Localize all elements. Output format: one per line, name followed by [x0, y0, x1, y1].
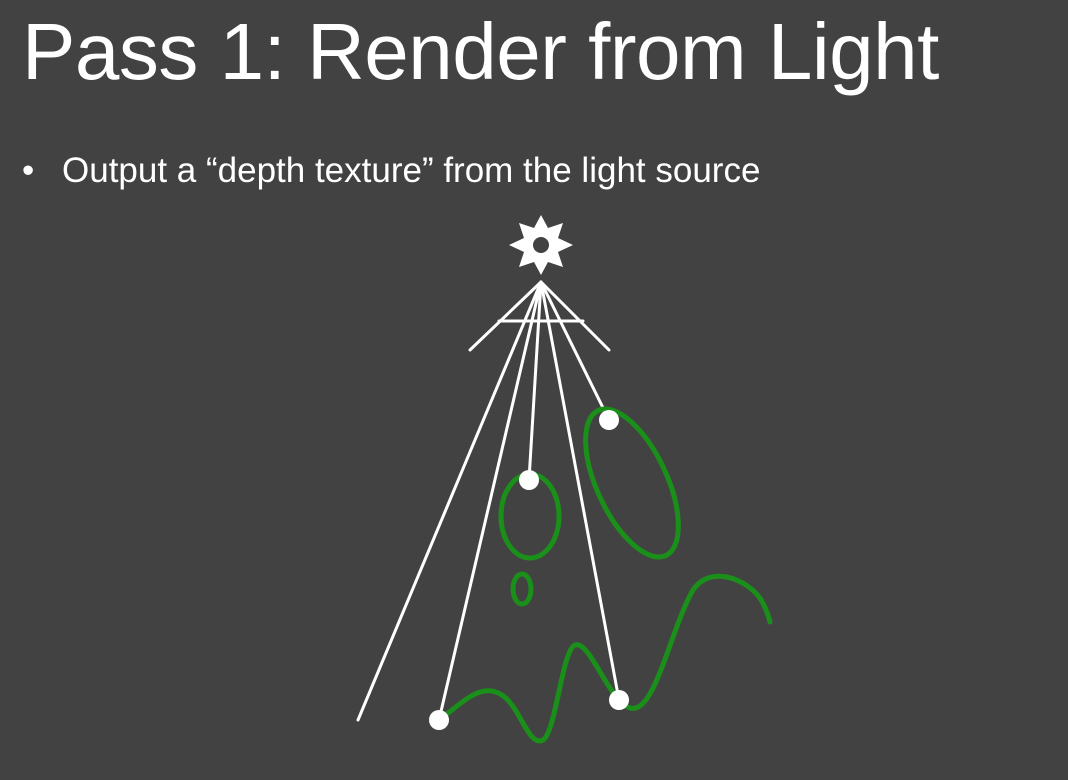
frustum-right-edge	[539, 280, 611, 352]
light-source-icon	[509, 215, 573, 275]
ray-to-ground-right	[539, 280, 621, 702]
bullet-item: • Output a “depth texture” from the ligh…	[22, 150, 760, 192]
ray-outer-left	[356, 280, 543, 722]
scene-objects	[436, 406, 773, 744]
depth-samples	[429, 410, 629, 730]
bullet-text: Output a “depth texture” from the light …	[62, 151, 761, 190]
depth-sample-point	[599, 410, 619, 430]
depth-sample-point	[609, 690, 629, 710]
light-rays	[356, 280, 621, 722]
slide-title: Pass 1: Render from Light	[22, 7, 939, 96]
object-ground-curve	[436, 573, 773, 744]
bullet-marker: •	[22, 151, 35, 190]
light-frustum	[468, 280, 611, 352]
depth-sample-point	[519, 470, 539, 490]
depth-sample-point	[429, 710, 449, 730]
frustum-left-edge	[468, 280, 543, 352]
object-tilted-ellipse	[583, 406, 681, 560]
ray-to-large-ellipse	[539, 280, 611, 422]
light-star-center	[533, 237, 549, 253]
object-tiny-ellipse	[510, 571, 534, 607]
ray-to-small-ellipse	[527, 280, 543, 482]
ray-to-ground-left	[437, 280, 543, 722]
bullet-list: • Output a “depth texture” from the ligh…	[22, 150, 760, 192]
